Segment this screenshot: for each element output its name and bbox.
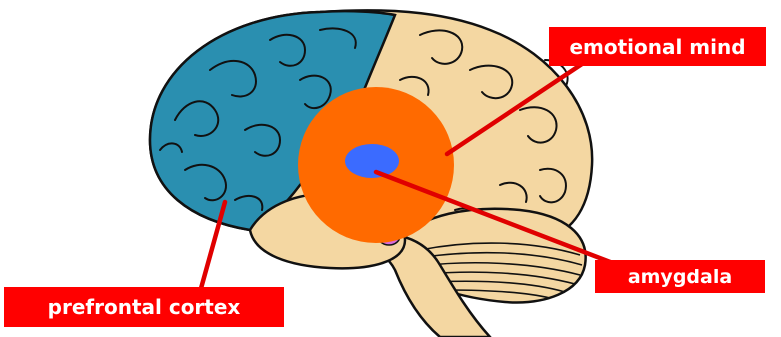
amygdala-marker [345, 144, 399, 178]
label-emotional-mind: emotional mind [549, 27, 766, 66]
label-amygdala: amygdala [595, 260, 765, 293]
label-prefrontal-cortex: prefrontal cortex [4, 287, 284, 327]
